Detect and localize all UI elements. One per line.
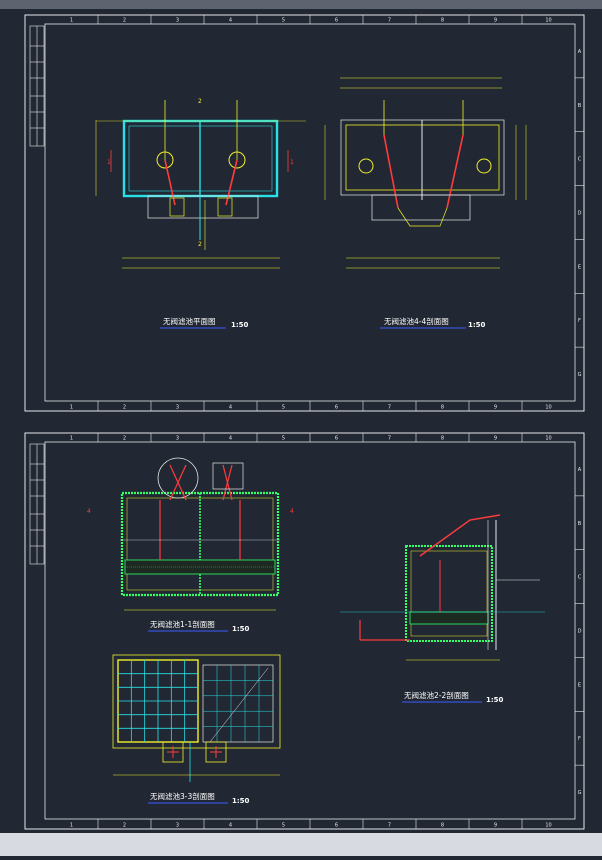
filter-section-3-3-view bbox=[112, 654, 281, 782]
grid-row-label: A bbox=[578, 467, 582, 473]
grid-column-label: 1 bbox=[70, 823, 73, 829]
section-marker-2-top: 2 bbox=[198, 98, 202, 105]
sheet-2-row-labels: A B C D E F G bbox=[575, 467, 584, 796]
grid-row-label: C bbox=[578, 157, 582, 163]
grid-column-label: 2 bbox=[123, 436, 126, 442]
grid-column-label: 6 bbox=[335, 405, 338, 411]
grid-column-label: 1 bbox=[70, 436, 73, 442]
section-4-4-title: 无阀滤池4-4剖面图 bbox=[384, 316, 449, 326]
filter-section-4-4-view bbox=[324, 77, 527, 269]
grid-column-label: 6 bbox=[335, 823, 338, 829]
grid-row-label: G bbox=[578, 372, 582, 378]
grid-column-label: 9 bbox=[494, 405, 497, 411]
grid-column-label: 6 bbox=[335, 436, 338, 442]
grid-column-label: 8 bbox=[441, 436, 444, 442]
grid-column-label: 3 bbox=[176, 18, 179, 24]
grid-row-label: C bbox=[578, 575, 582, 581]
grid-column-label: 3 bbox=[176, 436, 179, 442]
plan-view-title: 无阀滤池平面图 bbox=[163, 316, 216, 326]
sheet-2: 1 2 3 4 5 6 7 8 9 10 1 2 3 4 5 6 7 8 9 10 A B C D E F G bbox=[24, 432, 585, 830]
section-marker-2-bottom: 2 bbox=[198, 241, 202, 248]
sheet-1-outer-border bbox=[24, 14, 585, 412]
section-marker-4-left: 4 bbox=[87, 508, 91, 515]
grid-column-label: 5 bbox=[282, 18, 285, 24]
grid-column-label: 7 bbox=[388, 18, 391, 24]
sheet-2-column-labels-bottom: 1 2 3 4 5 6 7 8 9 10 bbox=[70, 819, 552, 829]
sheet-2-title-block bbox=[29, 443, 45, 565]
grid-row-label: D bbox=[578, 211, 582, 217]
plan-view-scale: 1:50 bbox=[231, 321, 249, 329]
grid-column-label: 8 bbox=[441, 18, 444, 24]
grid-column-label: 5 bbox=[282, 823, 285, 829]
grid-column-label: 3 bbox=[176, 405, 179, 411]
grid-column-label: 10 bbox=[545, 823, 551, 829]
grid-column-label: 10 bbox=[545, 436, 551, 442]
grid-column-label: 4 bbox=[229, 436, 232, 442]
filter-section-1-1-view: 4 4 bbox=[87, 457, 294, 611]
grid-column-label: 7 bbox=[388, 823, 391, 829]
grid-column-label: 8 bbox=[441, 405, 444, 411]
section-1-1-scale: 1:50 bbox=[232, 625, 250, 633]
section-marker-4-right: 4 bbox=[290, 508, 294, 515]
sheet-1-column-labels-bottom: 1 2 3 4 5 6 7 8 9 10 bbox=[70, 401, 552, 411]
grid-column-label: 9 bbox=[494, 823, 497, 829]
grid-column-label: 2 bbox=[123, 405, 126, 411]
grid-column-label: 8 bbox=[441, 823, 444, 829]
grid-row-label: E bbox=[578, 264, 581, 270]
grid-column-label: 7 bbox=[388, 436, 391, 442]
sheet-1: 1 2 3 4 5 6 7 8 9 10 1 2 3 4 5 6 7 8 9 10 A B C D E F G bbox=[24, 14, 585, 412]
grid-column-label: 3 bbox=[176, 823, 179, 829]
grid-row-label: F bbox=[578, 318, 581, 324]
grid-row-label: E bbox=[578, 682, 581, 688]
top-toolbar-strip bbox=[0, 0, 602, 9]
sheet-1-title-block bbox=[29, 25, 45, 147]
grid-column-label: 5 bbox=[282, 405, 285, 411]
sheet-2-column-labels-top: 1 2 3 4 5 6 7 8 9 10 bbox=[70, 433, 552, 442]
section-3-3-title: 无阀滤池3-3剖面图 bbox=[150, 791, 215, 801]
grid-row-label: B bbox=[578, 521, 582, 527]
sheet-1-column-labels-top: 1 2 3 4 5 6 7 8 9 10 bbox=[70, 15, 552, 24]
grid-column-label: 1 bbox=[70, 405, 73, 411]
sheet-2-outer-border bbox=[24, 432, 585, 830]
section-2-2-scale: 1:50 bbox=[486, 696, 504, 704]
grid-column-label: 6 bbox=[335, 18, 338, 24]
grid-row-label: B bbox=[578, 103, 582, 109]
filter-plan-view: 1 1 2 2 bbox=[95, 98, 306, 269]
section-2-2-title: 无阀滤池2-2剖面图 bbox=[404, 690, 469, 700]
grid-column-label: 7 bbox=[388, 405, 391, 411]
grid-row-label: G bbox=[578, 790, 582, 796]
grid-column-label: 4 bbox=[229, 18, 232, 24]
grid-column-label: 4 bbox=[229, 823, 232, 829]
grid-column-label: 2 bbox=[123, 18, 126, 24]
grid-column-label: 9 bbox=[494, 18, 497, 24]
sheet-1-row-labels: A B C D E F G bbox=[575, 49, 584, 378]
section-3-3-scale: 1:50 bbox=[232, 797, 250, 805]
sheet-1-inner-border bbox=[44, 23, 576, 402]
section-1-1-title: 无阀滤池1-1剖面图 bbox=[150, 619, 215, 629]
filter-section-2-2-view bbox=[340, 514, 545, 661]
grid-column-label: 5 bbox=[282, 436, 285, 442]
grid-row-label: A bbox=[578, 49, 582, 55]
section-marker-1-right: 1 bbox=[290, 159, 294, 166]
grid-column-label: 2 bbox=[123, 823, 126, 829]
grid-row-label: D bbox=[578, 629, 582, 635]
grid-column-label: 10 bbox=[545, 405, 551, 411]
grid-column-label: 9 bbox=[494, 436, 497, 442]
section-4-4-scale: 1:50 bbox=[468, 321, 486, 329]
bottom-status-strip bbox=[0, 833, 602, 856]
grid-column-label: 10 bbox=[545, 18, 551, 24]
grid-column-label: 4 bbox=[229, 405, 232, 411]
grid-column-label: 1 bbox=[70, 18, 73, 24]
section-marker-1-left: 1 bbox=[107, 159, 111, 166]
grid-row-label: F bbox=[578, 736, 581, 742]
